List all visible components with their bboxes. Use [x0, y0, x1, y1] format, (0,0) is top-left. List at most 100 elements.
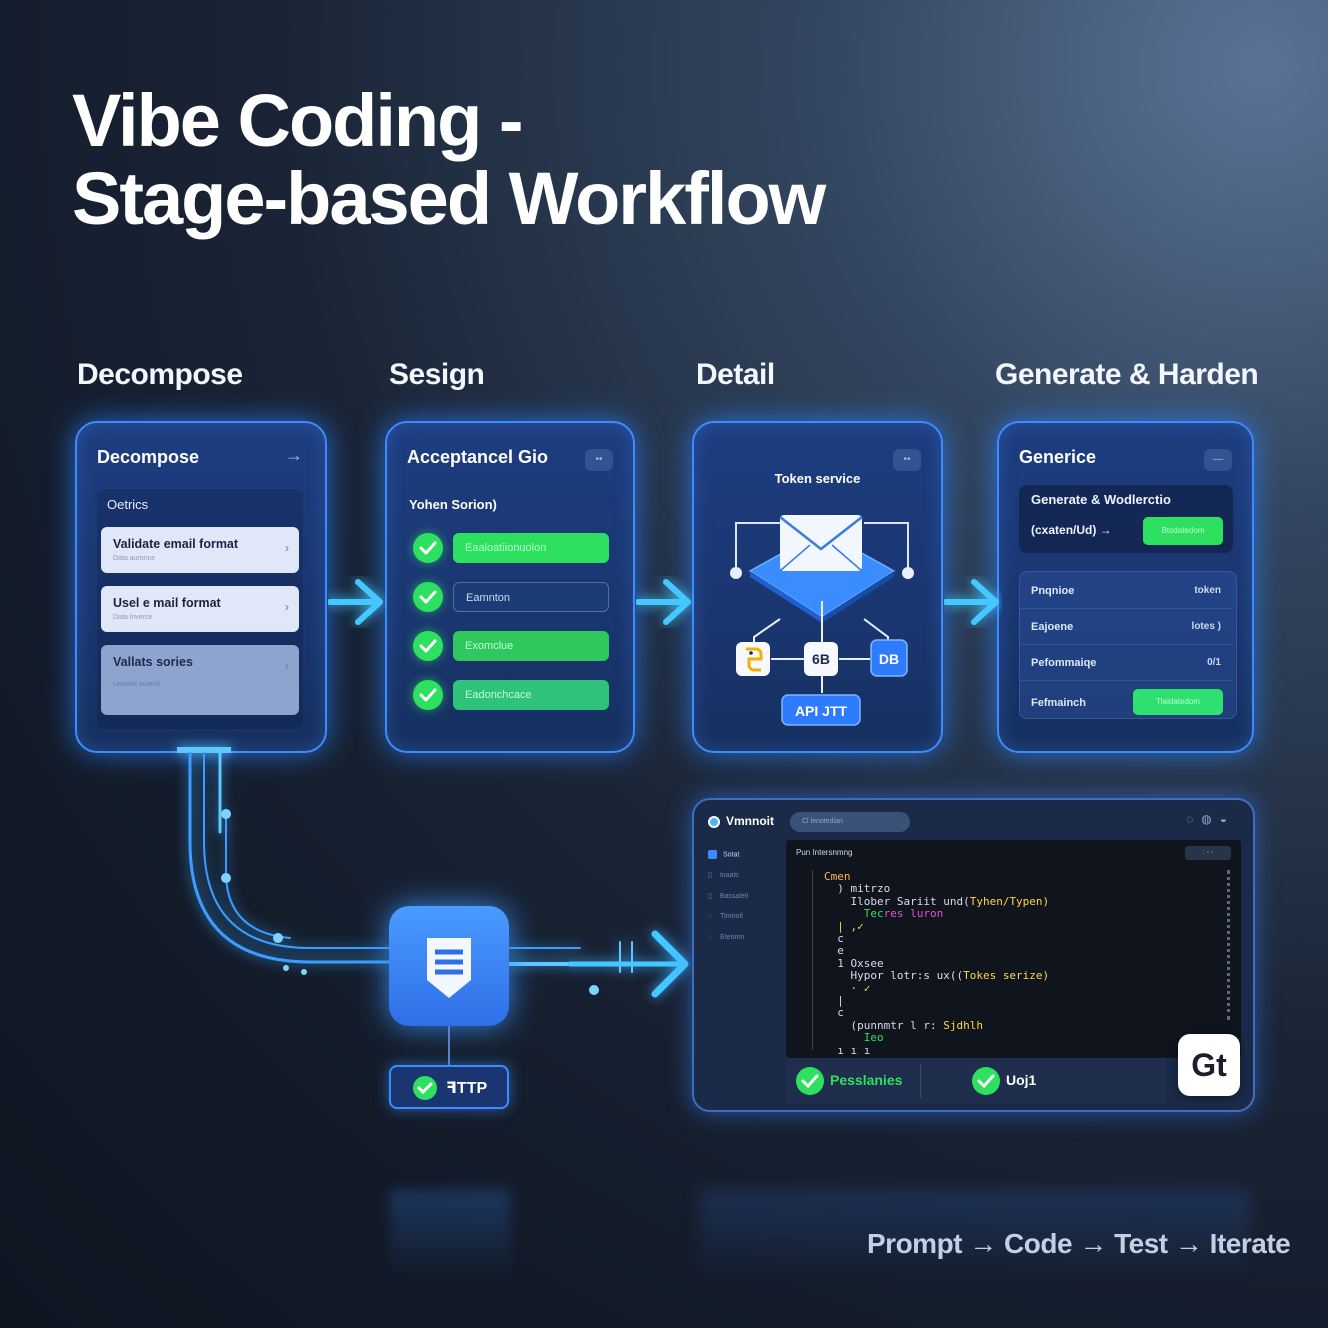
- title-line-1: Vibe Coding -: [72, 79, 524, 162]
- code-editor[interactable]: Pun Intersnmng : ◦ ◦ Cmen ) mitrzo Ilobe…: [786, 840, 1241, 1058]
- code-line: e: [824, 944, 844, 958]
- code-line: ) mitrzo: [824, 882, 891, 896]
- section-label: Yohen Sorion): [409, 497, 497, 512]
- document-node[interactable]: [389, 906, 509, 1026]
- card-title: Acceptancel Gio: [407, 447, 549, 467]
- arrow-right-icon[interactable]: →: [285, 445, 303, 465]
- status-passed: Pesslanies: [830, 1072, 903, 1088]
- api-node: [781, 694, 861, 726]
- detail-card[interactable]: •• Token service 6B DB API JTT: [692, 421, 943, 753]
- ide-window[interactable]: Vmnnoit Cl lenotedian ◌◍◒ Sotat ▯Ioaals …: [692, 798, 1255, 1112]
- page-title: Vibe Coding - Stage-based Workflow: [72, 79, 826, 240]
- generate-card[interactable]: Generice — Generate & Wodlerctio (cxaten…: [997, 421, 1254, 753]
- generate-button[interactable]: Btodatedom: [1143, 517, 1223, 545]
- architecture-diagram: 6B DB API JTT: [730, 515, 914, 726]
- arrow-right-icon: [944, 579, 999, 625]
- stage-label-sesign: Sesign: [389, 358, 485, 391]
- stage-label-decompose: Decompose: [77, 358, 243, 391]
- search-input[interactable]: Cl lenotedian: [790, 812, 910, 832]
- generate-box: Generate & Wodlerctio (cxaten/Ud) → Btod…: [1019, 485, 1233, 553]
- slogan: Prompt → Code → Test → Iterate: [867, 1228, 1291, 1259]
- http-badge[interactable]: ꟻTTP: [389, 1065, 509, 1109]
- code-line: Ieo: [824, 1031, 884, 1045]
- item-subtitle: Data inverce: [113, 614, 153, 621]
- check-icon: [972, 1067, 1000, 1095]
- http-label: ꟻTTP: [446, 1080, 488, 1097]
- list-item[interactable]: Vallats sories Unionid aurenit ›: [101, 645, 299, 715]
- item-title: Usel e mail format: [113, 596, 221, 610]
- code-line: 1 Oxsee: [824, 956, 884, 970]
- node-label: API JTT: [795, 703, 848, 719]
- arrow-right-icon: [636, 579, 691, 625]
- check-icon: [413, 1076, 437, 1100]
- check-icon: [413, 631, 443, 661]
- code-line: c: [824, 1006, 844, 1020]
- git-badge[interactable]: Gt: [1178, 1034, 1240, 1096]
- item-title: Vallats sories: [113, 655, 193, 669]
- metric-row: Fefmainch: [1031, 697, 1087, 709]
- chevron-right-icon: ›: [285, 541, 289, 555]
- acceptance-card[interactable]: Acceptancel Gio •• Yohen Sorion) Eaaloat…: [385, 421, 635, 753]
- editor-controls[interactable]: : ◦ ◦: [1185, 846, 1231, 860]
- circuit-path: [188, 752, 689, 998]
- box-code: (cxaten/Ud) →: [1031, 523, 1112, 537]
- list-item[interactable]: Usel e mail format Data inverce ›: [101, 586, 299, 632]
- card-title: Decompose: [97, 447, 200, 467]
- scrollbar[interactable]: [1227, 870, 1233, 1020]
- code-line: c: [824, 932, 844, 945]
- more-icon[interactable]: ••: [585, 449, 613, 471]
- criteria-pill[interactable]: Eamnton: [453, 582, 609, 612]
- stage-label-generate: Generate & Harden: [995, 358, 1259, 391]
- stage-label-detail: Detail: [696, 358, 775, 391]
- sidebar-item[interactable]: ◌Eteomn: [708, 934, 745, 941]
- app-name: Vmnnoit: [726, 814, 774, 828]
- database-node: [870, 639, 908, 677]
- service-node: [804, 642, 838, 676]
- sidebar-item[interactable]: ◌Tinmotl: [708, 913, 743, 920]
- box-title: Generate & Wodlerctio: [1031, 492, 1171, 507]
- file-icon: [708, 850, 717, 859]
- code-line: ı ı ı: [824, 1043, 871, 1057]
- criteria-pill[interactable]: Eaaloatiionuolon: [453, 533, 609, 563]
- code-line: Cmen: [824, 870, 851, 883]
- code-line: (punnmtr l r: Sjdhlh: [824, 1018, 983, 1032]
- list-item[interactable]: Validate email format Data auronce ›: [101, 527, 299, 573]
- code-line: | ,✓: [824, 919, 864, 933]
- more-icon[interactable]: ••: [893, 449, 921, 471]
- more-icon[interactable]: —: [1204, 449, 1232, 471]
- file-title: Pun Intersnmng: [796, 848, 853, 857]
- item-subtitle: Unionid aurenit: [113, 681, 161, 688]
- app-logo-icon: [708, 816, 720, 828]
- check-icon: [413, 582, 443, 612]
- arrow-right-icon: [328, 579, 383, 625]
- validate-button[interactable]: Tlaldatedom: [1133, 689, 1223, 715]
- sidebar-item[interactable]: ▯Bassaleit: [708, 893, 749, 900]
- chevron-right-icon: ›: [285, 659, 289, 673]
- code-line: |: [824, 994, 844, 1007]
- service-title: Token service: [774, 471, 861, 486]
- check-icon: [413, 680, 443, 710]
- decompose-card[interactable]: Decompose → Oetrics Validate email forma…: [75, 421, 327, 753]
- criteria-pill[interactable]: Eadonchcace: [453, 680, 609, 710]
- window-controls[interactable]: ◌◍◒: [1186, 812, 1235, 826]
- status-bar: Pesslanies Uoj1: [786, 1058, 1166, 1104]
- code-line: · ✓: [824, 981, 871, 995]
- card-title: Generice: [1019, 447, 1097, 467]
- code-line: Hypor lotr:s ux((Tokes serize): [824, 969, 1050, 983]
- sidebar-item[interactable]: ▯Ioaals: [708, 872, 739, 879]
- check-icon: [413, 533, 443, 563]
- mail-icon: [780, 515, 862, 571]
- item-title: Validate email format: [113, 537, 239, 551]
- chevron-right-icon: ›: [285, 600, 289, 614]
- item-subtitle: Data auronce: [113, 555, 156, 562]
- metrics-label: Oetrics: [107, 497, 149, 512]
- sidebar-item[interactable]: Sotat: [708, 850, 778, 871]
- title-line-2: Stage-based Workflow: [72, 157, 826, 240]
- code-line: Ilober Sariit und(Tyhen/Typen): [824, 894, 1050, 908]
- document-icon: [427, 938, 471, 998]
- node-label: 6B: [812, 651, 830, 667]
- code-line: Tecres luron: [824, 907, 944, 921]
- criteria-pill[interactable]: Exomclue: [453, 631, 609, 661]
